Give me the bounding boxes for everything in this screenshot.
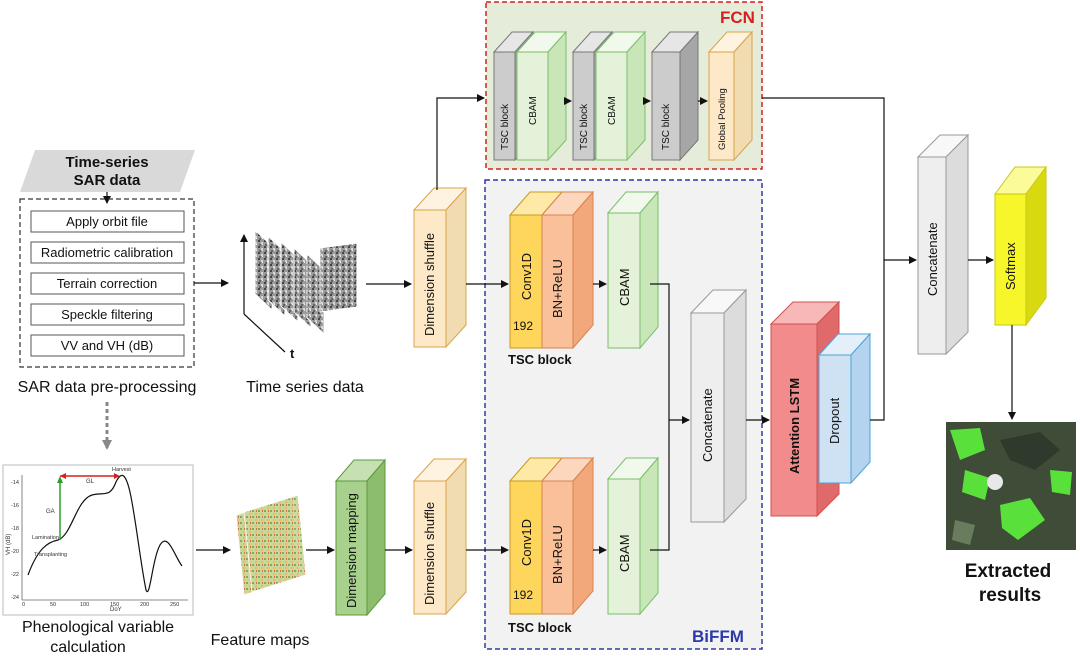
svg-text:192: 192 [513, 319, 533, 333]
svg-text:-18: -18 [11, 526, 19, 532]
results-line2: results [979, 585, 1041, 606]
svg-text:CBAM: CBAM [617, 534, 632, 572]
phenology-chart: VH (dB) DoY -14 -16 -18 -20 -22 -24 0 50… [2, 464, 194, 656]
svg-text:-20: -20 [11, 549, 19, 555]
biffm-bottom-tsc-caption: TSC block [508, 620, 572, 635]
svg-text:TSC block: TSC block [661, 103, 672, 150]
svg-text:TSC block: TSC block [500, 103, 511, 150]
dimension-shuffle-bottom: Dimension shuffle [412, 457, 468, 616]
step-speckle: Speckle filtering [61, 307, 153, 322]
concatenate-right: Concatenate [916, 133, 970, 356]
phenology-xticks: 0 50 100 150 200 250 [22, 602, 179, 608]
step-radiometric: Radiometric calibration [41, 245, 173, 260]
extracted-results: Extracted results [946, 422, 1076, 606]
time-series-sar-header [20, 150, 195, 192]
fcn-panel: FCN TSC block CBAM TSC block CBAM [485, 1, 763, 170]
svg-text:BN+ReLU: BN+ReLU [550, 525, 565, 584]
svg-text:-24: -24 [11, 595, 19, 601]
svg-text:CBAM: CBAM [528, 96, 539, 125]
svg-text:Concatenate: Concatenate [925, 222, 940, 296]
svg-text:GL: GL [86, 479, 95, 485]
svg-text:-14: -14 [11, 480, 19, 486]
biffm-top-conv1d: Conv1D 192 [508, 191, 564, 349]
preprocessing-caption: SAR data pre-processing [18, 379, 197, 396]
phenology-yticks: -14 -16 -18 -20 -22 -24 [11, 480, 19, 601]
svg-text:Concatenate: Concatenate [700, 388, 715, 462]
sar-preprocessing: Time-series SAR data Apply orbit file Ra… [18, 150, 197, 450]
svg-text:150: 150 [110, 602, 119, 608]
svg-text:Dimension shuffle: Dimension shuffle [422, 233, 437, 336]
svg-text:Softmax: Softmax [1003, 242, 1018, 290]
svg-text:Attention LSTM: Attention LSTM [787, 378, 802, 474]
svg-text:SAR data: SAR data [74, 172, 141, 189]
step-apply-orbit: Apply orbit file [66, 214, 148, 229]
results-line1: Extracted [965, 561, 1052, 582]
phenology-caption-line1: Phenological variable [22, 619, 174, 636]
fcn-title: FCN [720, 8, 755, 27]
svg-text:-22: -22 [11, 572, 19, 578]
biffm-concatenate: Concatenate [689, 288, 748, 524]
svg-text:192: 192 [513, 588, 533, 602]
fcn-cbam-1: CBAM [515, 30, 568, 162]
svg-text:BN+ReLU: BN+ReLU [550, 259, 565, 318]
feature-maps: Feature maps [211, 494, 310, 649]
biffm-top-bn-relu: BN+ReLU [540, 190, 595, 350]
svg-text:CBAM: CBAM [607, 96, 618, 125]
softmax: Softmax [994, 165, 1047, 327]
biffm-bottom-cbam: CBAM [606, 456, 660, 616]
step-terrain: Terrain correction [57, 276, 157, 291]
step-vv-vh: VV and VH (dB) [61, 338, 154, 353]
sar-image-stack [254, 228, 358, 336]
fcn-cbam-2: CBAM [594, 30, 647, 162]
svg-text:DoY: DoY [110, 607, 122, 613]
svg-text:Lamination: Lamination [32, 535, 59, 541]
svg-text:Global Pooling: Global Pooling [717, 88, 728, 150]
phenology-caption-line2: calculation [50, 639, 126, 656]
svg-text:t: t [290, 346, 295, 361]
svg-text:Harvest: Harvest [112, 467, 131, 473]
svg-text:GA: GA [46, 509, 55, 515]
fcn-tsc-block-3: TSC block [650, 30, 700, 162]
dropout: Dropout [817, 332, 872, 485]
biffm-panel: BiFFM Conv1D 192 BN+ReLU TSC block CBAM … [484, 179, 763, 650]
biffm-title: BiFFM [692, 627, 744, 646]
svg-text:Conv1D: Conv1D [519, 519, 534, 566]
svg-text:Dimension shuffle: Dimension shuffle [422, 502, 437, 605]
fcn-global-pooling: Global Pooling [707, 30, 754, 162]
svg-text:Conv1D: Conv1D [519, 253, 534, 300]
svg-text:VH (dB): VH (dB) [6, 534, 12, 555]
svg-text:-16: -16 [11, 503, 19, 509]
biffm-top-cbam: CBAM [606, 190, 660, 350]
biffm-top-tsc-caption: TSC block [508, 352, 572, 367]
svg-text:Dropout: Dropout [827, 397, 842, 444]
time-series-data: t Time series data [240, 228, 364, 396]
time-series-caption: Time series data [246, 379, 364, 396]
dimension-mapping: Dimension mapping [334, 458, 387, 617]
svg-text:250: 250 [170, 602, 179, 608]
feature-maps-caption: Feature maps [211, 632, 310, 649]
biffm-bottom-bn-relu: BN+ReLU [540, 456, 595, 616]
svg-text:Dimension mapping: Dimension mapping [344, 493, 359, 608]
svg-text:200: 200 [140, 602, 149, 608]
dimension-shuffle-top: Dimension shuffle [412, 186, 468, 349]
biffm-bottom-conv1d: Conv1D 192 [508, 457, 564, 615]
svg-text:0: 0 [22, 602, 25, 608]
phenology-curve [27, 474, 183, 593]
svg-text:TSC block: TSC block [579, 103, 590, 150]
svg-text:100: 100 [80, 602, 89, 608]
connectors [194, 94, 1016, 554]
svg-text:50: 50 [50, 602, 56, 608]
svg-text:CBAM: CBAM [617, 268, 632, 306]
svg-text:Transplanting: Transplanting [34, 552, 67, 558]
svg-text:Time-series: Time-series [65, 154, 148, 171]
